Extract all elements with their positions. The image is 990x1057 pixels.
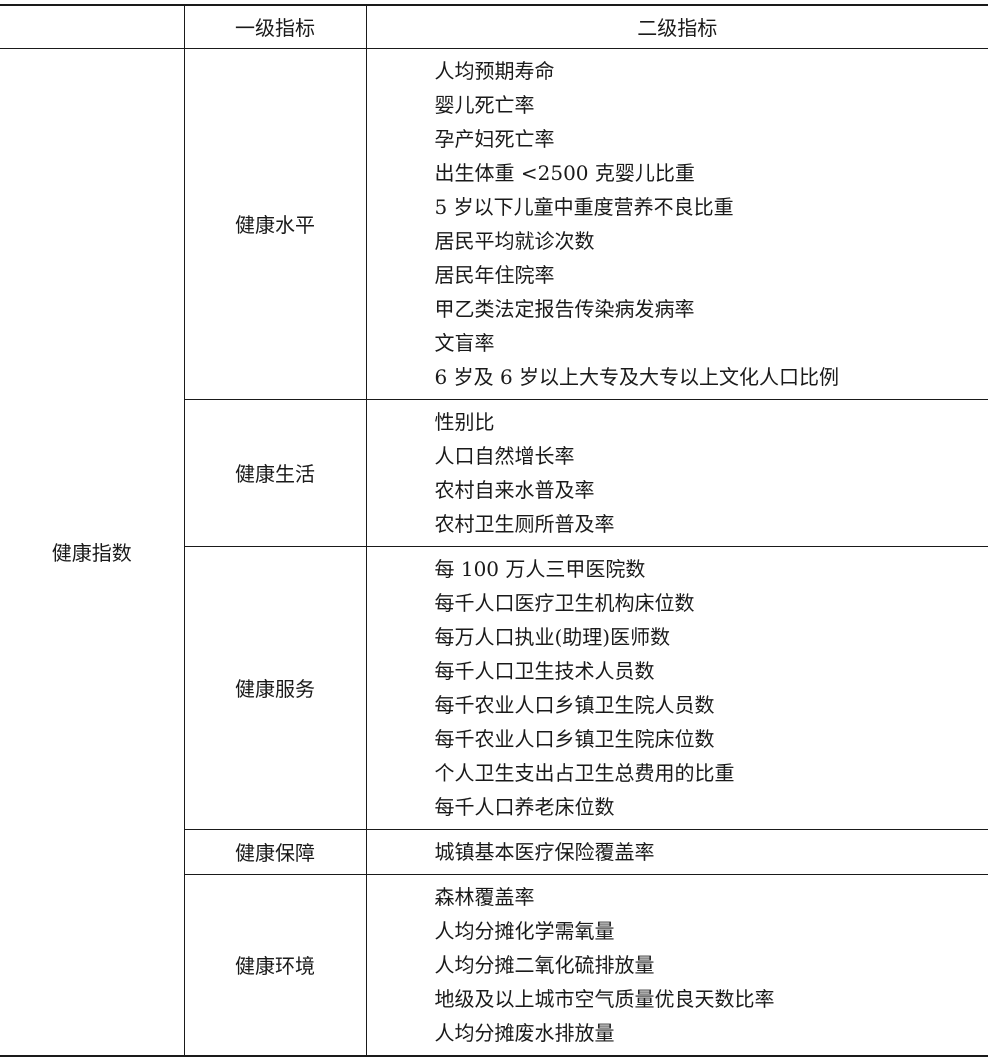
table-row: 健康生活性别比人口自然增长率农村自来水普及率农村卫生厕所普及率 xyxy=(0,399,988,546)
header-root xyxy=(0,5,184,49)
level2-indicator-item: 6 岁及 6 岁以上大专及大专以上文化人口比例 xyxy=(434,364,840,389)
level2-indicator-cell: 人均预期寿命婴儿死亡率孕产妇死亡率出生体重 <2500 克婴儿比重 5 岁以下儿童… xyxy=(365,48,988,399)
level2-indicator-item: 人口自然增长率 xyxy=(434,443,575,468)
level2-indicator-item: 婴儿死亡率 xyxy=(434,92,535,117)
level2-indicator-item: 居民年住院率 xyxy=(434,262,555,287)
level2-indicator-item: 人均分摊化学需氧量 xyxy=(434,918,615,943)
level2-indicator-item: 农村卫生厕所普及率 xyxy=(434,511,615,536)
level2-indicator-cell: 城镇基本医疗保险覆盖率 xyxy=(365,829,988,874)
table-header-row: 一级指标 二级指标 xyxy=(0,5,988,49)
table-row: 健康服务每 100 万人三甲医院数每千人口医疗卫生机构床位数每万人口执业(助理)… xyxy=(0,546,988,829)
health-index-table: 一级指标 二级指标 健康指数健康水平人均预期寿命婴儿死亡率孕产妇死亡率出生体重 … xyxy=(0,4,988,1057)
level2-indicator-item: 孕产妇死亡率 xyxy=(434,126,555,151)
level2-indicator-item: 地级及以上城市空气质量优良天数比率 xyxy=(434,986,775,1011)
level1-indicator-cell: 健康保障 xyxy=(183,829,366,874)
header-level2: 二级指标 xyxy=(365,5,988,49)
level1-indicator-cell: 健康服务 xyxy=(183,546,366,829)
table-body: 健康指数健康水平人均预期寿命婴儿死亡率孕产妇死亡率出生体重 <2500 克婴儿比… xyxy=(0,48,988,1056)
level2-indicator-item: 甲乙类法定报告传染病发病率 xyxy=(434,296,695,321)
level2-indicator-item: 性别比 xyxy=(434,409,495,434)
level2-indicator-cell: 森林覆盖率人均分摊化学需氧量人均分摊二氧化硫排放量地级及以上城市空气质量优良天数… xyxy=(365,874,988,1056)
level2-indicator-item: 城镇基本医疗保险覆盖率 xyxy=(434,839,655,864)
level2-indicator-item: 每千人口卫生技术人员数 xyxy=(434,658,655,683)
header-level1: 一级指标 xyxy=(183,5,366,49)
level2-indicator-item: 每 100 万人三甲医院数 xyxy=(434,556,646,581)
table-row: 健康指数健康水平人均预期寿命婴儿死亡率孕产妇死亡率出生体重 <2500 克婴儿比… xyxy=(0,48,988,565)
level2-indicator-item: 每千农业人口乡镇卫生院人员数 xyxy=(434,692,715,717)
level2-indicator-item: 森林覆盖率 xyxy=(434,884,535,909)
level1-indicator-cell: 健康生活 xyxy=(183,399,366,546)
level2-indicator-item: 农村自来水普及率 xyxy=(434,477,595,502)
level2-indicator-item: 每万人口执业(助理)医师数 xyxy=(434,624,671,649)
level2-indicator-item: 居民平均就诊次数 xyxy=(434,228,595,253)
level2-indicator-item: 人均预期寿命 xyxy=(434,58,555,83)
level2-indicator-item: 每千人口医疗卫生机构床位数 xyxy=(434,590,695,615)
root-indicator-cell: 健康指数 xyxy=(51,541,132,565)
level2-indicator-cell: 性别比人口自然增长率农村自来水普及率农村卫生厕所普及率 xyxy=(365,399,988,546)
level2-indicator-item: 每千人口养老床位数 xyxy=(434,794,615,819)
level2-indicator-item: 5 岁以下儿童中重度营养不良比重 xyxy=(434,194,734,219)
level2-indicator-item: 人均分摊二氧化硫排放量 xyxy=(434,952,655,977)
level2-indicator-cell: 每 100 万人三甲医院数每千人口医疗卫生机构床位数每万人口执业(助理)医师数每… xyxy=(365,546,988,829)
level2-indicator-item: 人均分摊废水排放量 xyxy=(434,1020,615,1045)
level2-indicator-item: 每千农业人口乡镇卫生院床位数 xyxy=(434,726,715,751)
document-page: 一级指标 二级指标 健康指数健康水平人均预期寿命婴儿死亡率孕产妇死亡率出生体重 … xyxy=(0,4,988,1057)
level2-indicator-item: 出生体重 <2500 克婴儿比重 xyxy=(434,160,695,185)
level2-indicator-item: 个人卫生支出占卫生总费用的比重 xyxy=(434,760,735,785)
level1-indicator-cell: 健康水平 xyxy=(183,48,366,399)
level2-indicator-item: 文盲率 xyxy=(434,330,495,355)
level1-indicator-cell: 健康环境 xyxy=(183,874,366,1056)
table-row: 健康保障 城镇基本医疗保险覆盖率 xyxy=(0,829,988,874)
